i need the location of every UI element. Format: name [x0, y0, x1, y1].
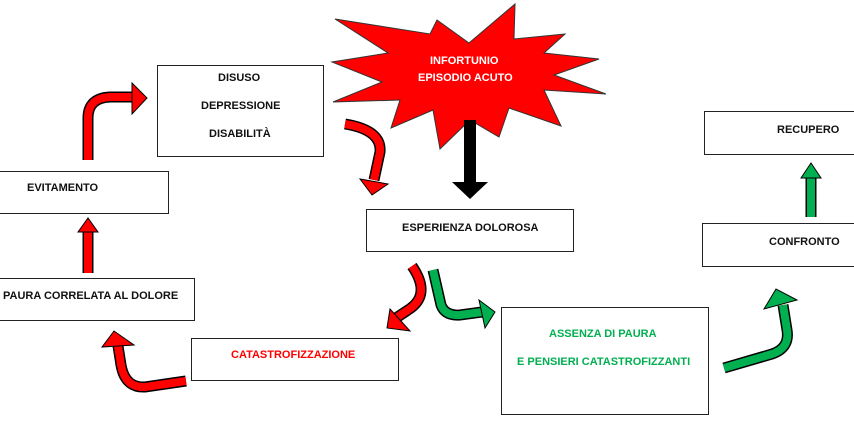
infortunio-line-2: EPISODIO ACUTO [418, 72, 513, 84]
assenza-line-1: ASSENZA DI PAURA [549, 328, 657, 340]
node-confronto: CONFRONTO [702, 223, 854, 267]
evitamento-label: EVITAMENTO [27, 182, 99, 194]
starburst-shape [330, 2, 607, 151]
confronto-label: CONFRONTO [769, 236, 840, 248]
assenza-line-2: E PENSIERI CATASTROFIZZANTI [517, 356, 691, 368]
disuso-line-3: DISABILITÀ [209, 128, 271, 140]
arrow-assenza-to-confronto [722, 288, 799, 374]
node-esperienza: ESPERIENZA DOLOROSA [366, 209, 574, 252]
paura-label: PAURA CORRELATA AL DOLORE [3, 290, 179, 302]
arrow-catastrofizzazione-to-paura [100, 330, 187, 393]
esperienza-label: ESPERIENZA DOLOROSA [402, 222, 539, 234]
infortunio-line-1: INFORTUNIO [430, 55, 499, 67]
black-arrow-down [452, 120, 488, 199]
recupero-label: RECUPERO [777, 124, 840, 136]
node-evitamento: EVITAMENTO [0, 171, 169, 214]
node-recupero: RECUPERO [704, 111, 854, 155]
node-paura: PAURA CORRELATA AL DOLORE [0, 278, 195, 321]
arrow-confronto-to-recupero [800, 162, 822, 217]
node-catastrofizzazione: CATASTROFIZZAZIONE [191, 338, 399, 381]
node-disuso: DISUSO DEPRESSIONE DISABILITÀ [157, 65, 324, 157]
arrow-disuso-to-esperienza [343, 118, 390, 196]
arrow-evitamento-to-disuso [82, 81, 148, 160]
node-assenza: ASSENZA DI PAURA E PENSIERI CATASTROFIZZ… [501, 307, 709, 415]
arrow-esperienza-to-catastrofizzazione [386, 262, 427, 332]
disuso-line-2: DEPRESSIONE [201, 100, 281, 112]
arrow-esperienza-to-assenza [427, 268, 496, 330]
arrow-paura-to-evitamento [77, 217, 99, 273]
catastrofizzazione-label: CATASTROFIZZAZIONE [231, 349, 356, 361]
disuso-line-1: DISUSO [218, 72, 261, 84]
